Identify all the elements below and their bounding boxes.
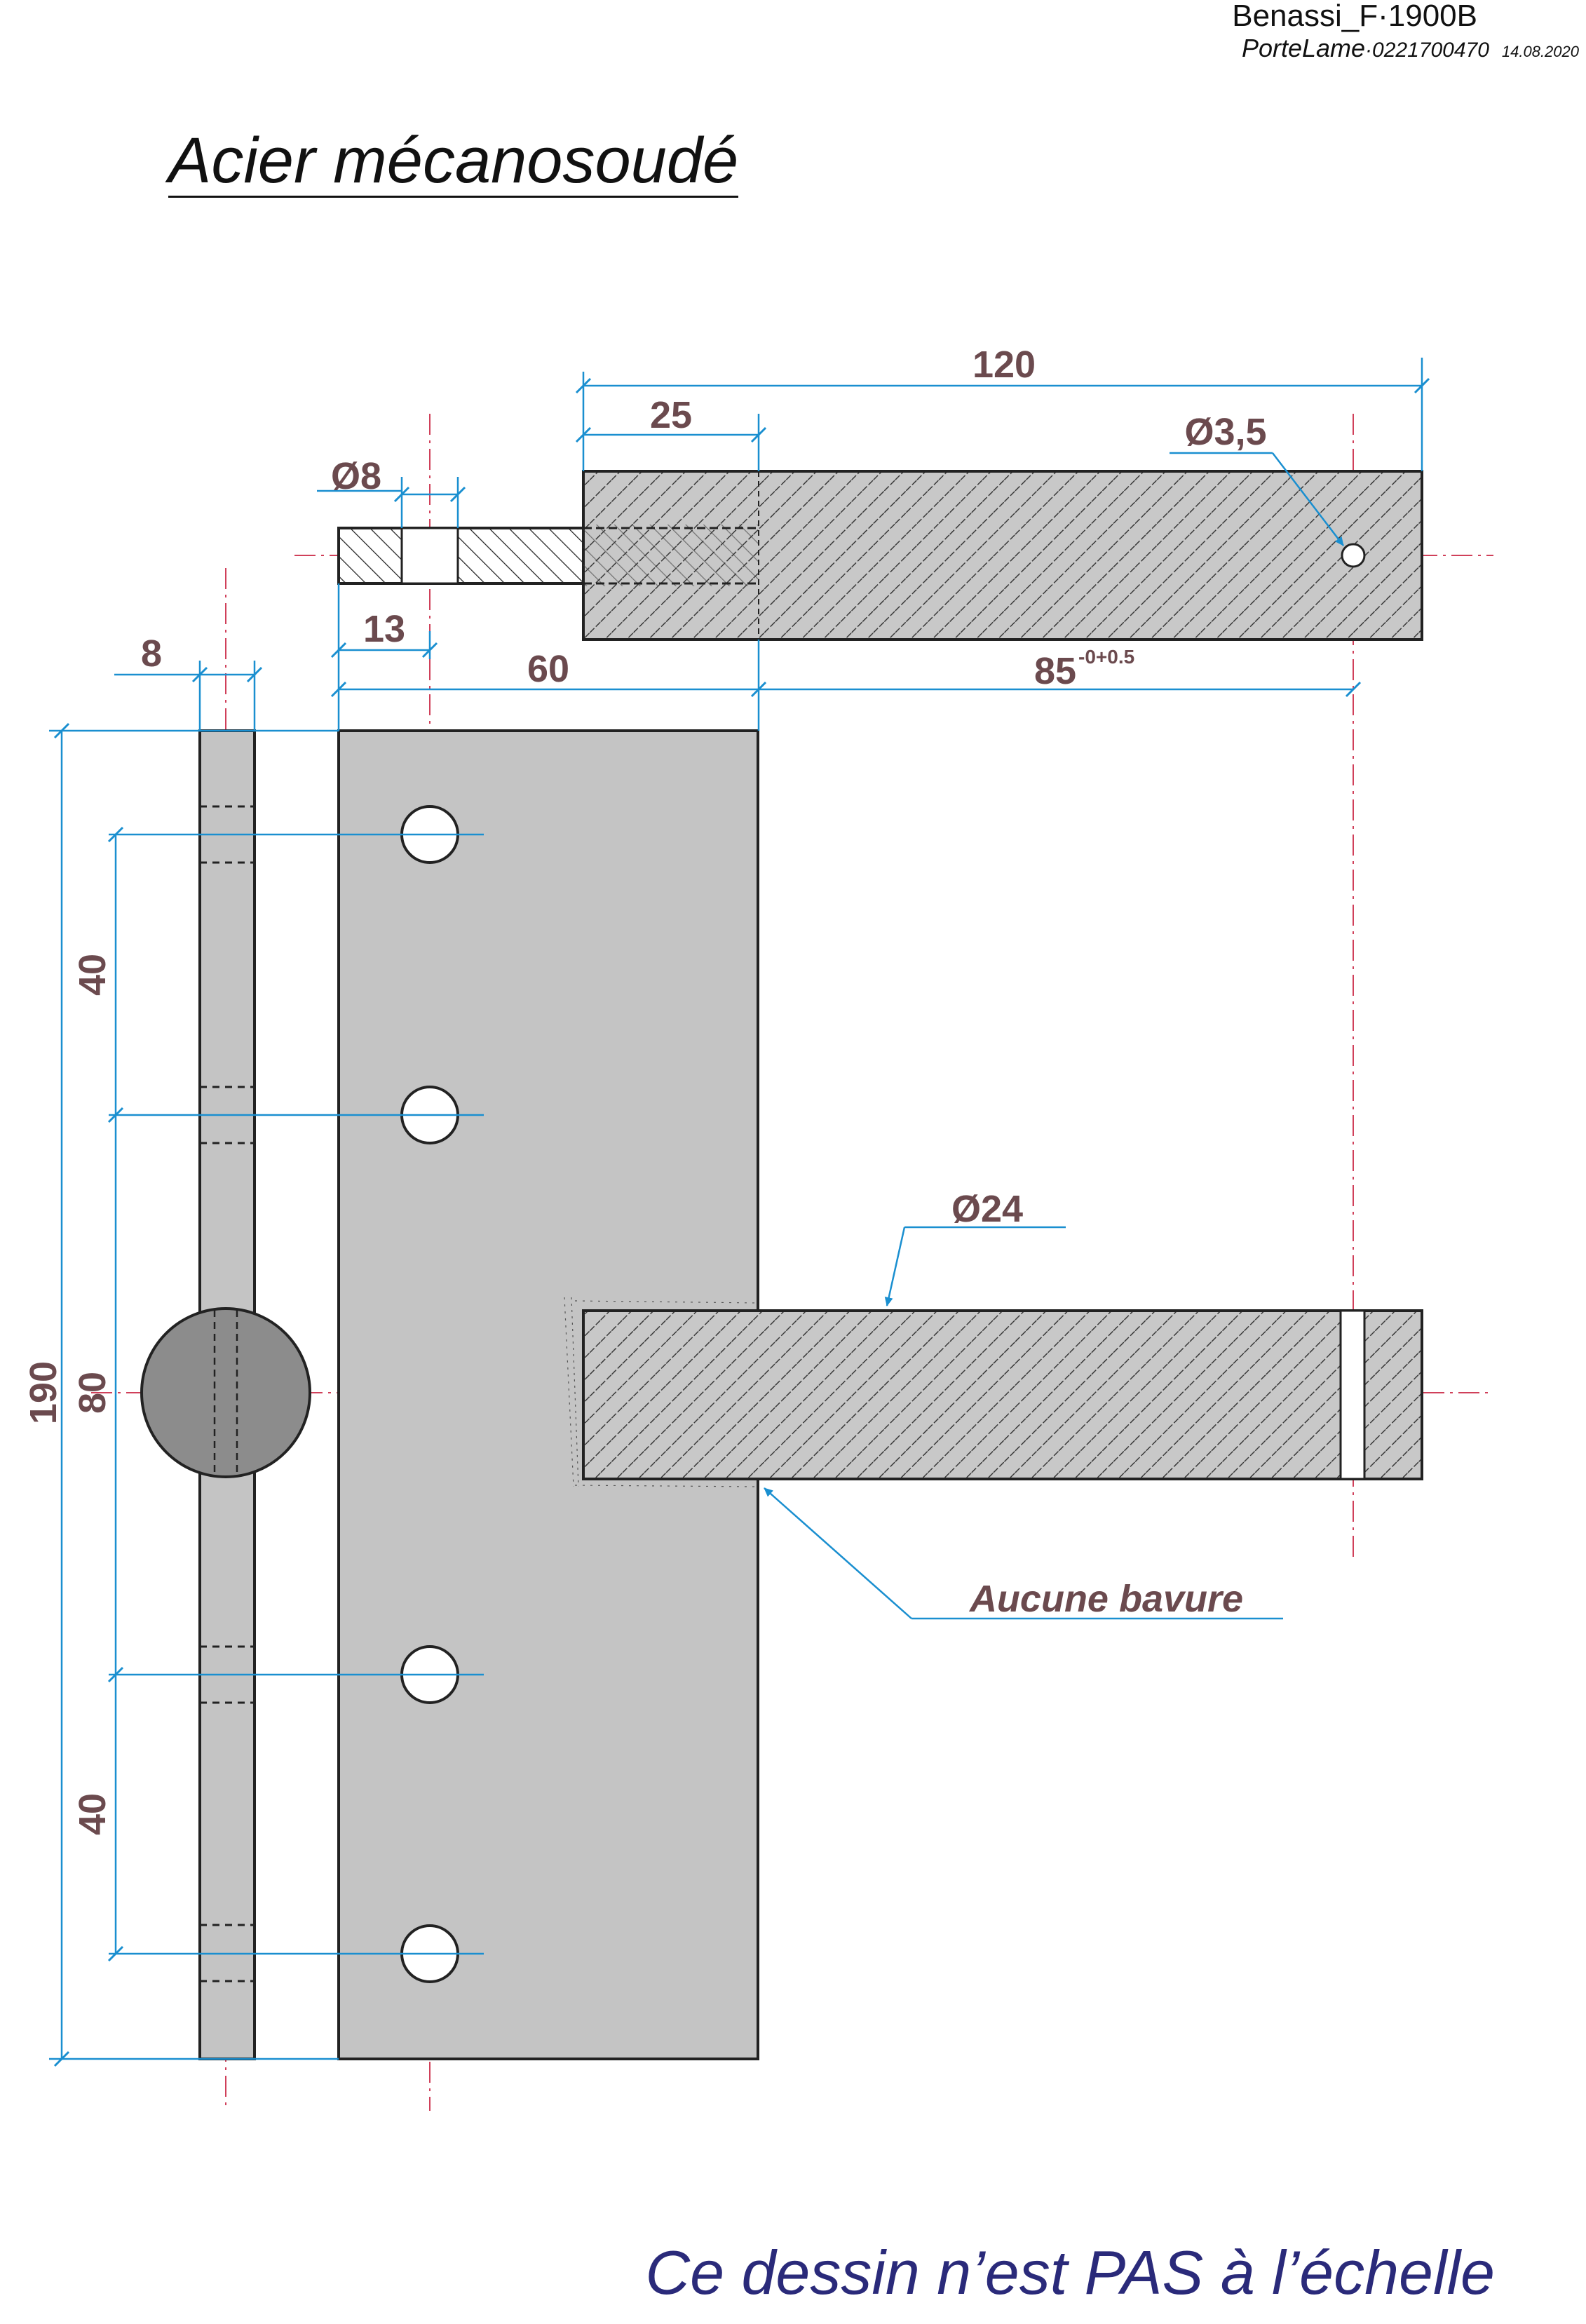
rod-end [140, 1307, 311, 1478]
dim-80: 80 [72, 1372, 114, 1414]
no-burr-note: Aucune bavure [968, 1578, 1243, 1620]
part-info: PorteLame·0221700470 14.08.2020 [1242, 34, 1579, 63]
part-code: ·0221700470 [1365, 39, 1489, 62]
dim-85: 85 [1034, 650, 1076, 692]
top-view [337, 470, 1423, 641]
pin-hole [1341, 543, 1366, 568]
rod-cross-hole [1339, 1309, 1366, 1480]
leaders [764, 452, 1344, 1620]
dim-diameter-8: Ø8 [331, 455, 381, 497]
material-heading: Acier mécanosoudé [168, 126, 739, 198]
dim-diameter-3-5: Ø3,5 [1184, 411, 1266, 453]
front-view [140, 729, 1423, 2060]
scale-disclaimer: Ce dessin n’est PAS à l’échelle [645, 2238, 1495, 2307]
dim-diameter-24: Ø24 [951, 1188, 1023, 1230]
dim-8: 8 [141, 633, 162, 675]
part-name: PorteLame [1241, 34, 1366, 62]
dimension-ticks [53, 377, 1430, 2067]
tab-hole [400, 527, 459, 585]
dim-190: 190 [22, 1361, 65, 1424]
dim-40-bottom: 40 [72, 1793, 114, 1835]
drawing-reference: Benassi_F·1900B [1232, 0, 1477, 33]
dim-120: 120 [972, 344, 1036, 386]
dim-60: 60 [527, 648, 569, 690]
weld-marks [564, 1297, 758, 1487]
rod [582, 1309, 1423, 1480]
dim-25: 25 [650, 394, 692, 436]
drawing-date: 14.08.2020 [1501, 43, 1579, 60]
dim-40-top: 40 [72, 954, 114, 996]
center-lines [91, 414, 1493, 2111]
dim-13: 13 [363, 608, 405, 650]
dimension-lines [49, 358, 1423, 2060]
dim-85-tolerance: -0+0.5 [1078, 646, 1134, 668]
